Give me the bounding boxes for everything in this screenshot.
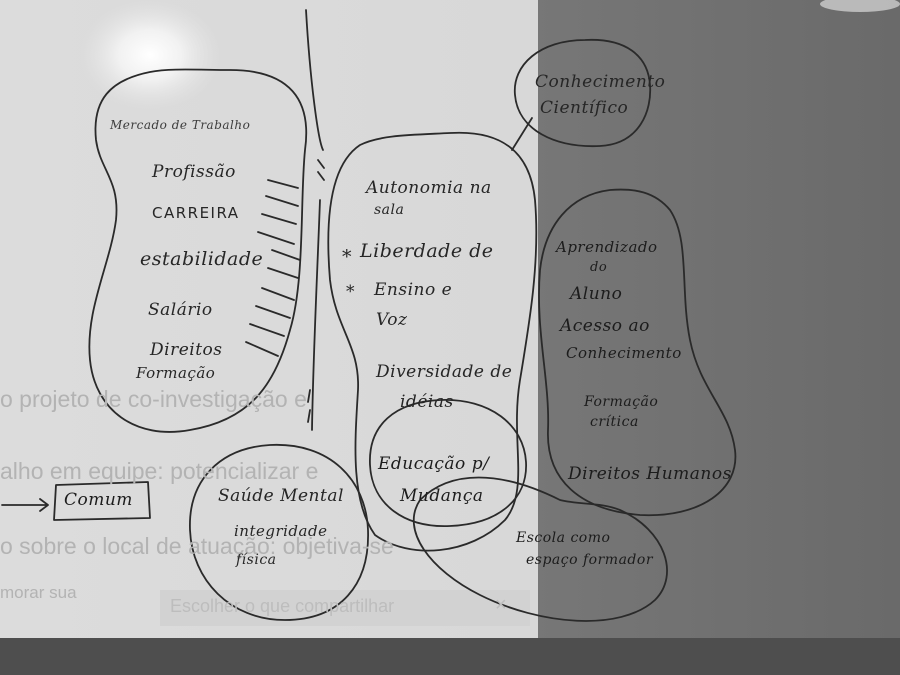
projected-line-4: morar sua bbox=[0, 583, 77, 602]
share-bar-bg bbox=[160, 590, 530, 626]
projected-line-2: alho em equipe: potencializar e bbox=[0, 458, 319, 484]
center-bullet-2: * bbox=[346, 282, 355, 302]
center-group-outline bbox=[327, 131, 538, 552]
right-item-conhecimento: Conhecimento bbox=[566, 344, 682, 362]
top-right-glare bbox=[820, 0, 900, 12]
comum-box-outline bbox=[53, 481, 151, 521]
bottom-dark-strip bbox=[0, 638, 900, 675]
left-item-direitos: Direitos bbox=[150, 340, 223, 360]
right-item-critica: crítica bbox=[590, 414, 639, 430]
connector-line bbox=[511, 117, 533, 151]
comum-box-label: Comum bbox=[64, 490, 133, 510]
middle-circle-line-2: Mudança bbox=[400, 486, 484, 506]
left-group-title: Mercado de Trabalho bbox=[110, 118, 251, 132]
bottom-left-line-2: integridade bbox=[234, 522, 328, 540]
left-group-hatching bbox=[245, 179, 301, 357]
share-bar-label[interactable]: Escolher o que compartilhar bbox=[170, 596, 395, 616]
center-item-voz: Voz bbox=[376, 310, 408, 330]
divider-tick-marks bbox=[307, 159, 325, 423]
right-item-formacao: Formação bbox=[584, 394, 659, 410]
center-item-diversidade: Diversidade de bbox=[376, 362, 513, 382]
center-bullet-1: * bbox=[342, 246, 352, 268]
top-circle-line-2: Científico bbox=[540, 98, 629, 118]
bottom-left-circle-outline bbox=[189, 444, 369, 621]
projected-area bbox=[0, 0, 538, 640]
bottom-left-line-3: física bbox=[236, 552, 277, 568]
vertical-divider-line bbox=[305, 9, 324, 431]
bottom-left-line-1: Saúde Mental bbox=[218, 486, 344, 506]
bottom-right-line-2: espaço formador bbox=[526, 552, 654, 568]
middle-circle-line-1: Educação p/ bbox=[378, 454, 490, 474]
left-item-estabilidade: estabilidade bbox=[140, 248, 264, 270]
light-glare bbox=[80, 0, 220, 110]
right-item-direitos-humanos: Direitos Humanos bbox=[568, 464, 732, 484]
right-item-acesso: Acesso ao bbox=[560, 316, 650, 336]
center-item-ensino: Ensino e bbox=[374, 280, 453, 300]
center-item-liberdade: Liberdade de bbox=[360, 240, 494, 262]
middle-circle-outline bbox=[369, 399, 527, 527]
left-item-salario: Salário bbox=[148, 300, 213, 320]
right-group-outline bbox=[538, 188, 737, 517]
left-group-outline bbox=[88, 68, 308, 433]
left-item-formacao: Formação bbox=[136, 364, 216, 382]
bottom-right-circle-outline bbox=[413, 476, 668, 622]
projected-line-3: o sobre o local de atuação: objetiva-se bbox=[0, 533, 394, 559]
top-circle-line-1: Conhecimento bbox=[535, 72, 666, 92]
right-item-aprendizado: Aprendizado bbox=[556, 238, 658, 256]
right-item-do: do bbox=[590, 260, 608, 275]
top-circle-outline bbox=[514, 39, 652, 147]
bottom-right-line-1: Escola como bbox=[516, 530, 611, 546]
left-item-profissao: Profissão bbox=[152, 162, 236, 182]
comum-arrow bbox=[1, 498, 49, 512]
projected-line-1: o projeto de co-investigação e bbox=[0, 386, 307, 412]
center-item-sala: sala bbox=[374, 202, 405, 218]
center-item-autonomia: Autonomia na bbox=[366, 178, 492, 198]
center-item-ideias: idéias bbox=[400, 392, 454, 412]
left-item-carreira: CARREIRA bbox=[152, 204, 240, 222]
right-item-aluno: Aluno bbox=[570, 284, 623, 304]
share-bar-close-icon[interactable]: × bbox=[495, 594, 507, 616]
